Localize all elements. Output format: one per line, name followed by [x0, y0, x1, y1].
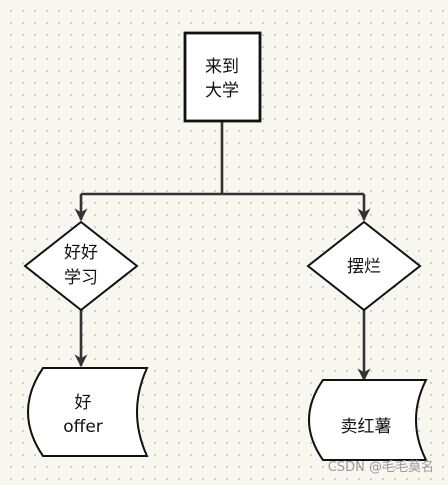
decision-slack-label: 摆烂	[347, 257, 381, 277]
node-result-sell-sweet-potato[interactable]: 卖红薯	[308, 379, 428, 461]
result-sell-sweet-potato-shape	[308, 379, 428, 461]
decision-study-label-line2: 学习	[64, 268, 98, 288]
start-label-line2: 大学	[205, 81, 239, 101]
decision-study-diamond	[23, 220, 139, 312]
node-start[interactable]: 来到 大学	[183, 31, 262, 123]
decision-slack-diamond	[306, 220, 422, 312]
node-decision-slack[interactable]: 摆烂	[306, 220, 422, 312]
watermark-text: CSDN @毛毛莫名	[327, 460, 434, 475]
result-good-offer-label-line1: 好	[75, 393, 92, 413]
start-box	[183, 31, 262, 123]
result-good-offer-label-line2: offer	[63, 417, 103, 437]
decision-study-label-line1: 好好	[64, 243, 98, 263]
connectors	[74, 121, 371, 382]
result-sell-sweet-potato-label: 卖红薯	[341, 417, 392, 437]
node-decision-study[interactable]: 好好 学习	[23, 220, 139, 312]
result-good-offer-shape	[27, 367, 149, 457]
node-result-good-offer[interactable]: 好 offer	[27, 367, 149, 457]
start-label-line1: 来到	[205, 57, 239, 77]
